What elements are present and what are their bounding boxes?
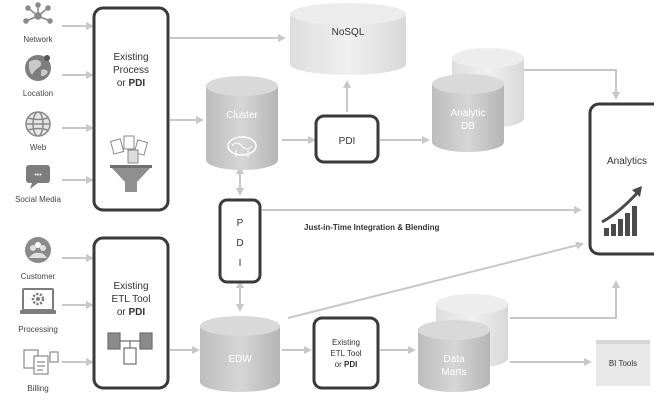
bar-chart-growth-icon	[601, 186, 642, 236]
analytic-db-cylinders: Analytic DB	[432, 48, 524, 152]
data-marts-line1: Data	[443, 354, 465, 365]
bi-tools-label: BI Tools	[609, 359, 637, 368]
arrow-edw-to-analytics	[287, 241, 584, 319]
existing-process-line1: Existing	[113, 52, 148, 63]
analytics-box: Analytics	[588, 102, 654, 256]
existing-process-line3: or PDI	[117, 78, 146, 89]
data-marts-line2: Marts	[442, 367, 467, 378]
pdi-vertical-i: I	[239, 258, 242, 269]
existing-etl-tool-box-left: Existing ETL Tool or PDI	[92, 236, 170, 390]
pdi-top-label: PDI	[339, 136, 356, 147]
existing-etl-right-line3: or PDI	[335, 360, 358, 369]
nosql-cylinder: NoSQL	[290, 3, 406, 75]
web-globe-icon	[25, 111, 51, 137]
pdi-box-top: PDI	[314, 114, 380, 164]
existing-etl-right-line1: Existing	[332, 338, 360, 347]
existing-etl-left-line1: Existing	[113, 281, 148, 292]
edw-cylinder: EDW	[200, 316, 280, 392]
document-flow-icon	[110, 135, 148, 164]
cluster-label: Cluster	[226, 110, 258, 121]
customer-icon	[25, 237, 51, 263]
arrow-analyticdb-to-analytics	[520, 69, 620, 100]
svg-text:•••: •••	[34, 172, 42, 179]
existing-etl-left-line2: ETL Tool	[112, 294, 151, 305]
brain-cloud-icon	[227, 136, 257, 157]
arrow-datamarts-to-analytics	[510, 280, 620, 319]
source-label-web: Web	[30, 143, 47, 152]
location-globe-icon	[25, 55, 51, 81]
pdi-vertical-d: D	[236, 238, 243, 249]
pdi-vertical-p: P	[237, 218, 244, 229]
existing-process-box: Existing Process or PDI	[92, 6, 170, 212]
processing-monitor-gear-icon	[20, 288, 56, 314]
existing-etl-left-line3: or PDI	[117, 307, 146, 318]
cluster-cylinder: Cluster	[206, 76, 278, 170]
billing-documents-icon	[23, 349, 59, 375]
edw-label: EDW	[228, 354, 252, 365]
source-label-billing: Billing	[27, 384, 48, 393]
funnel-icon	[110, 165, 152, 192]
source-label-social-media: Social Media	[15, 195, 61, 204]
network-icon	[23, 2, 53, 24]
existing-etl-right-line2: ETL Tool	[330, 349, 361, 358]
data-marts-cylinders: Data Marts	[418, 294, 508, 392]
existing-process-line2: Process	[113, 65, 149, 76]
pdi-box-vertical: P D I	[218, 198, 262, 284]
analytic-db-line1: Analytic	[450, 108, 485, 119]
analytics-label: Analytics	[607, 156, 647, 167]
source-label-customer: Customer	[21, 272, 56, 281]
jit-integration-label: Just-in-Time Integration & Blending	[304, 223, 440, 232]
analytic-db-line2: DB	[461, 121, 475, 132]
existing-etl-tool-box-right: Existing ETL Tool or PDI	[312, 316, 380, 390]
connectors	[62, 22, 620, 366]
bi-tools-block: BI Tools	[596, 340, 650, 386]
source-label-processing: Processing	[18, 325, 58, 334]
nosql-label: NoSQL	[332, 27, 365, 38]
source-label-location: Location	[23, 89, 53, 98]
etl-document-icon	[107, 332, 153, 365]
social-media-chat-icon: •••	[26, 165, 50, 189]
source-label-network: Network	[23, 35, 53, 44]
